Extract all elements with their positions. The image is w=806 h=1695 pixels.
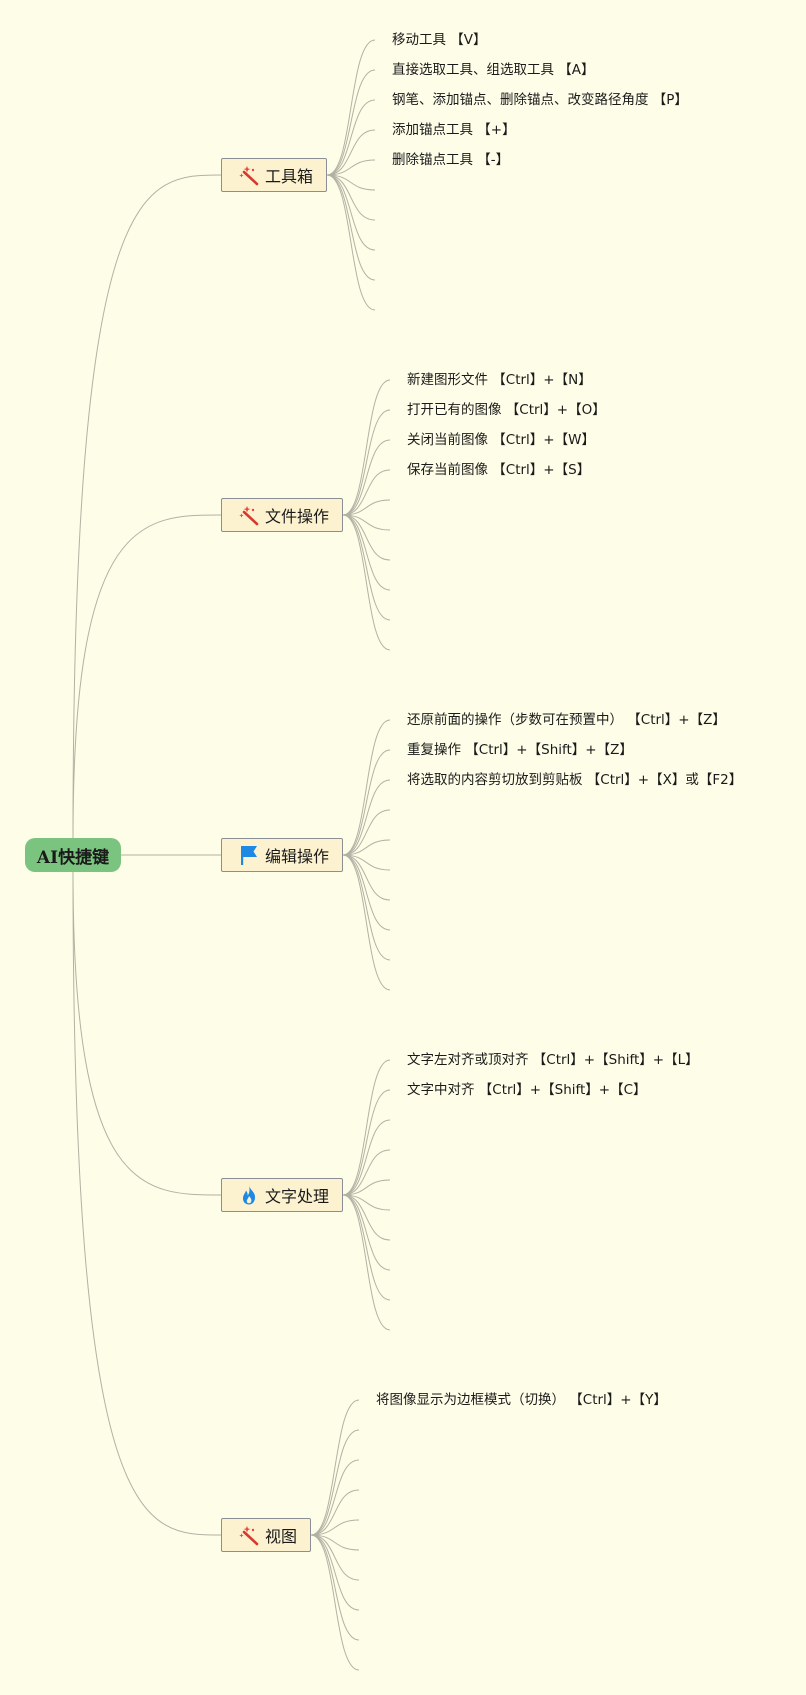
leaf-connector	[326, 174, 376, 311]
leaf-connector	[342, 439, 391, 516]
leaf-item[interactable]: 直接选取工具、组选取工具 【A】	[392, 62, 595, 78]
leaf-connector	[310, 1459, 360, 1536]
root-connector	[72, 871, 222, 1536]
leaf-connector	[310, 1534, 360, 1611]
root-connector	[72, 871, 222, 1196]
root-connector	[72, 174, 222, 839]
flame-icon	[238, 1184, 260, 1206]
leaf-item[interactable]: 新建图形文件 【Ctrl】+【N】	[407, 372, 592, 388]
leaf-item[interactable]: 添加锚点工具 【+】	[392, 122, 516, 138]
root-node[interactable]: AI快捷键	[25, 838, 121, 872]
branch-label: 工具箱	[265, 167, 314, 186]
leaf-item[interactable]: 钢笔、添加锚点、删除锚点、改变路径角度 【P】	[392, 92, 688, 108]
leaf-item[interactable]: 保存当前图像 【Ctrl】+【S】	[407, 462, 591, 478]
branch-node[interactable]: 工具箱	[221, 158, 327, 192]
leaf-connector	[310, 1519, 360, 1536]
leaf-connector	[342, 749, 391, 856]
leaf-connector	[342, 854, 391, 931]
leaf-connector	[342, 514, 391, 621]
leaf-connector	[342, 1194, 391, 1301]
leaf-item[interactable]: 将图像显示为边框模式（切换） 【Ctrl】+【Y】	[376, 1392, 667, 1408]
leaf-connector	[342, 839, 391, 856]
leaf-connector	[342, 854, 391, 991]
leaf-connector	[342, 1149, 391, 1196]
root-connector	[72, 514, 222, 839]
leaf-connector	[342, 1194, 391, 1331]
leaf-item[interactable]: 移动工具 【V】	[392, 32, 487, 48]
leaf-connector	[326, 39, 376, 176]
leaf-connector	[342, 379, 391, 516]
leaf-connector	[342, 1179, 391, 1196]
leaf-connector	[310, 1429, 360, 1536]
leaf-connector	[326, 99, 376, 176]
leaf-item[interactable]: 文字中对齐 【Ctrl】+【Shift】+【C】	[407, 1082, 647, 1098]
leaf-connector	[342, 469, 391, 516]
leaf-connector	[310, 1534, 360, 1671]
branch-label: 编辑操作	[265, 847, 330, 866]
leaf-connector	[326, 174, 376, 191]
leaf-connector	[342, 854, 391, 901]
magic-wand-icon	[238, 1524, 260, 1546]
leaf-connector	[326, 159, 376, 176]
leaf-connector	[342, 1194, 391, 1211]
leaf-connector	[342, 1059, 391, 1196]
leaf-connector	[342, 514, 391, 651]
leaf-connector	[342, 1119, 391, 1196]
leaf-connector	[310, 1534, 360, 1641]
leaf-item[interactable]: 删除锚点工具 【-】	[392, 152, 510, 168]
leaf-connector	[342, 719, 391, 856]
leaf-item[interactable]: 文字左对齐或顶对齐 【Ctrl】+【Shift】+【L】	[407, 1052, 699, 1068]
leaf-connector	[342, 1089, 391, 1196]
leaf-connector	[326, 174, 376, 221]
leaf-connector	[326, 174, 376, 281]
leaf-item[interactable]: 打开已有的图像 【Ctrl】+【O】	[407, 402, 606, 418]
branch-node[interactable]: 编辑操作	[221, 838, 343, 872]
leaf-connector	[342, 1194, 391, 1271]
leaf-connector	[342, 514, 391, 561]
magic-wand-icon	[238, 504, 260, 526]
leaf-connector	[342, 809, 391, 856]
branch-node[interactable]: 视图	[221, 1518, 311, 1552]
leaf-item[interactable]: 将选取的内容剪切放到剪贴板 【Ctrl】+【X】或【F2】	[407, 772, 743, 788]
leaf-item[interactable]: 关闭当前图像 【Ctrl】+【W】	[407, 432, 595, 448]
branch-label: 文字处理	[265, 1187, 330, 1206]
root-label: AI快捷键	[36, 847, 110, 868]
leaf-connector	[342, 409, 391, 516]
leaf-connector	[310, 1489, 360, 1536]
leaf-connector	[342, 1194, 391, 1241]
leaf-item[interactable]: 还原前面的操作（步数可在预置中） 【Ctrl】+【Z】	[407, 712, 726, 728]
magic-wand-icon	[238, 164, 260, 186]
leaf-connector	[326, 174, 376, 251]
leaf-connector	[326, 69, 376, 176]
leaf-connector	[342, 854, 391, 871]
branch-label: 视图	[265, 1527, 298, 1546]
leaf-connector	[342, 779, 391, 856]
leaf-connector	[310, 1534, 360, 1551]
leaf-connector	[342, 514, 391, 591]
branch-node[interactable]: 文字处理	[221, 1178, 343, 1212]
leaf-connector	[342, 854, 391, 961]
leaf-connector	[342, 514, 391, 531]
branch-label: 文件操作	[265, 507, 330, 526]
leaf-connector	[310, 1534, 360, 1581]
leaf-connector	[342, 499, 391, 516]
branch-node[interactable]: 文件操作	[221, 498, 343, 532]
flag-icon	[238, 844, 260, 866]
leaf-connector	[326, 129, 376, 176]
leaf-connector	[310, 1399, 360, 1536]
leaf-item[interactable]: 重复操作 【Ctrl】+【Shift】+【Z】	[407, 742, 633, 758]
